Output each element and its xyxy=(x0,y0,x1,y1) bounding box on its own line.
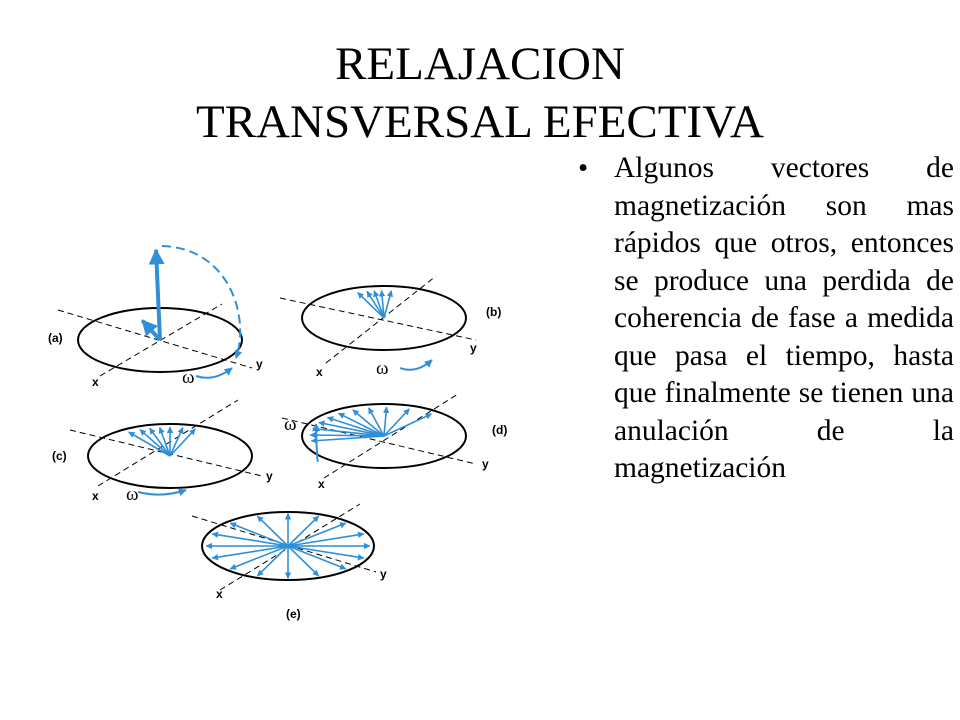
dephasing-diagram: (a) x y ω (b) x y ω (c) x y ω (d) x y ω (e) x y xyxy=(0,208,568,632)
magnetization-vector xyxy=(383,408,410,437)
magnetization-vector xyxy=(256,545,289,577)
x-axis-line xyxy=(323,393,459,479)
omega-label: ω xyxy=(126,484,139,505)
y-axis-line xyxy=(279,297,477,341)
magnetization-vector xyxy=(139,429,171,457)
magnetization-vector xyxy=(211,545,289,561)
panel-label: (a) xyxy=(48,331,63,345)
magnetization-vector xyxy=(337,412,385,437)
y-axis-line xyxy=(191,515,377,573)
y-axis-label: y xyxy=(482,457,489,471)
x-axis-line xyxy=(97,399,239,487)
y-axis-label: y xyxy=(266,469,273,483)
magnetization-vector xyxy=(140,319,162,342)
magnetization-vector xyxy=(149,427,171,457)
magnetization-vector xyxy=(382,406,390,437)
x-axis-label: x xyxy=(92,375,99,389)
transverse-plane-ellipse xyxy=(301,285,467,351)
panel-b: (b) x y ω xyxy=(279,275,501,379)
y-axis-line xyxy=(57,309,253,369)
magnetization-vector xyxy=(158,426,171,457)
magnetization-vector xyxy=(229,545,289,570)
panel-c: (c) x y ω xyxy=(52,399,273,505)
panel-a: (a) x y ω xyxy=(48,245,263,389)
magnetization-vector xyxy=(229,522,289,547)
magnetization-vector xyxy=(378,290,386,319)
tilt-arc xyxy=(161,245,243,359)
y-axis-label: y xyxy=(470,341,477,355)
omega-label: ω xyxy=(182,367,195,388)
magnetization-vector xyxy=(383,413,433,437)
transverse-plane-ellipse xyxy=(201,511,375,581)
panel-e: (e) x y xyxy=(191,503,387,621)
slide-title-line-2: TRANSVERSAL EFECTIVA xyxy=(196,96,764,149)
magnetization-vector xyxy=(211,531,289,547)
magnetization-vector xyxy=(373,290,385,319)
bullet-text: Algunos vectores de magnetización son ma… xyxy=(614,152,954,484)
magnetization-vector xyxy=(169,428,196,457)
precession-arrow xyxy=(195,367,233,379)
x-axis-line xyxy=(99,303,223,377)
magnetization-vector xyxy=(287,522,347,547)
y-axis-label: y xyxy=(256,357,263,371)
magnetization-vector xyxy=(287,531,365,547)
magnetization-vector xyxy=(287,515,320,547)
magnetization-vector xyxy=(256,515,289,547)
magnetization-vector xyxy=(287,545,320,577)
panel-label: (b) xyxy=(486,305,501,319)
slide-title: RELAJACION TRANSVERSAL EFECTIVA xyxy=(0,35,960,151)
x-axis-label: x xyxy=(316,365,323,379)
magnetization-vector xyxy=(310,435,385,444)
magnetization-vector xyxy=(287,545,347,570)
magnetization-vector xyxy=(128,431,171,457)
magnetization-vector xyxy=(383,290,393,319)
transverse-plane-ellipse xyxy=(301,403,467,469)
x-axis-label: x xyxy=(318,477,325,491)
slide-title-line-1: RELAJACION xyxy=(335,38,625,91)
magnetization-vector xyxy=(169,427,184,457)
panel-label: (d) xyxy=(492,423,507,437)
x-axis-label: x xyxy=(92,489,99,503)
transverse-plane-ellipse xyxy=(87,423,253,489)
precession-arrow xyxy=(137,488,187,497)
magnetization-vector xyxy=(318,420,385,437)
x-axis-label: x xyxy=(216,587,223,601)
precession-arrow xyxy=(399,359,433,371)
magnetization-vector xyxy=(309,431,385,439)
magnetization-vector xyxy=(357,292,385,319)
panel-label: (c) xyxy=(52,449,67,463)
precession-arrow xyxy=(312,423,321,462)
panel-label: (e) xyxy=(286,607,301,621)
dephasing-diagram-svg: (a) x y ω (b) x y ω (c) x y ω (d) x y ω (e) x y xyxy=(48,245,507,621)
magnetization-vector xyxy=(366,290,385,319)
magnetization-vector xyxy=(352,409,385,437)
bullet-marker: • xyxy=(578,152,589,184)
omega-label: ω xyxy=(376,358,389,379)
omega-label: ω xyxy=(284,414,297,435)
magnetization-vector xyxy=(367,407,385,437)
magnetization-vector xyxy=(326,416,385,437)
magnetization-vector xyxy=(287,545,365,561)
panel-d: (d) x y ω xyxy=(281,393,507,491)
longitudinal-vector xyxy=(148,248,165,341)
y-axis-label: y xyxy=(380,567,387,581)
magnetization-vector xyxy=(312,425,385,437)
